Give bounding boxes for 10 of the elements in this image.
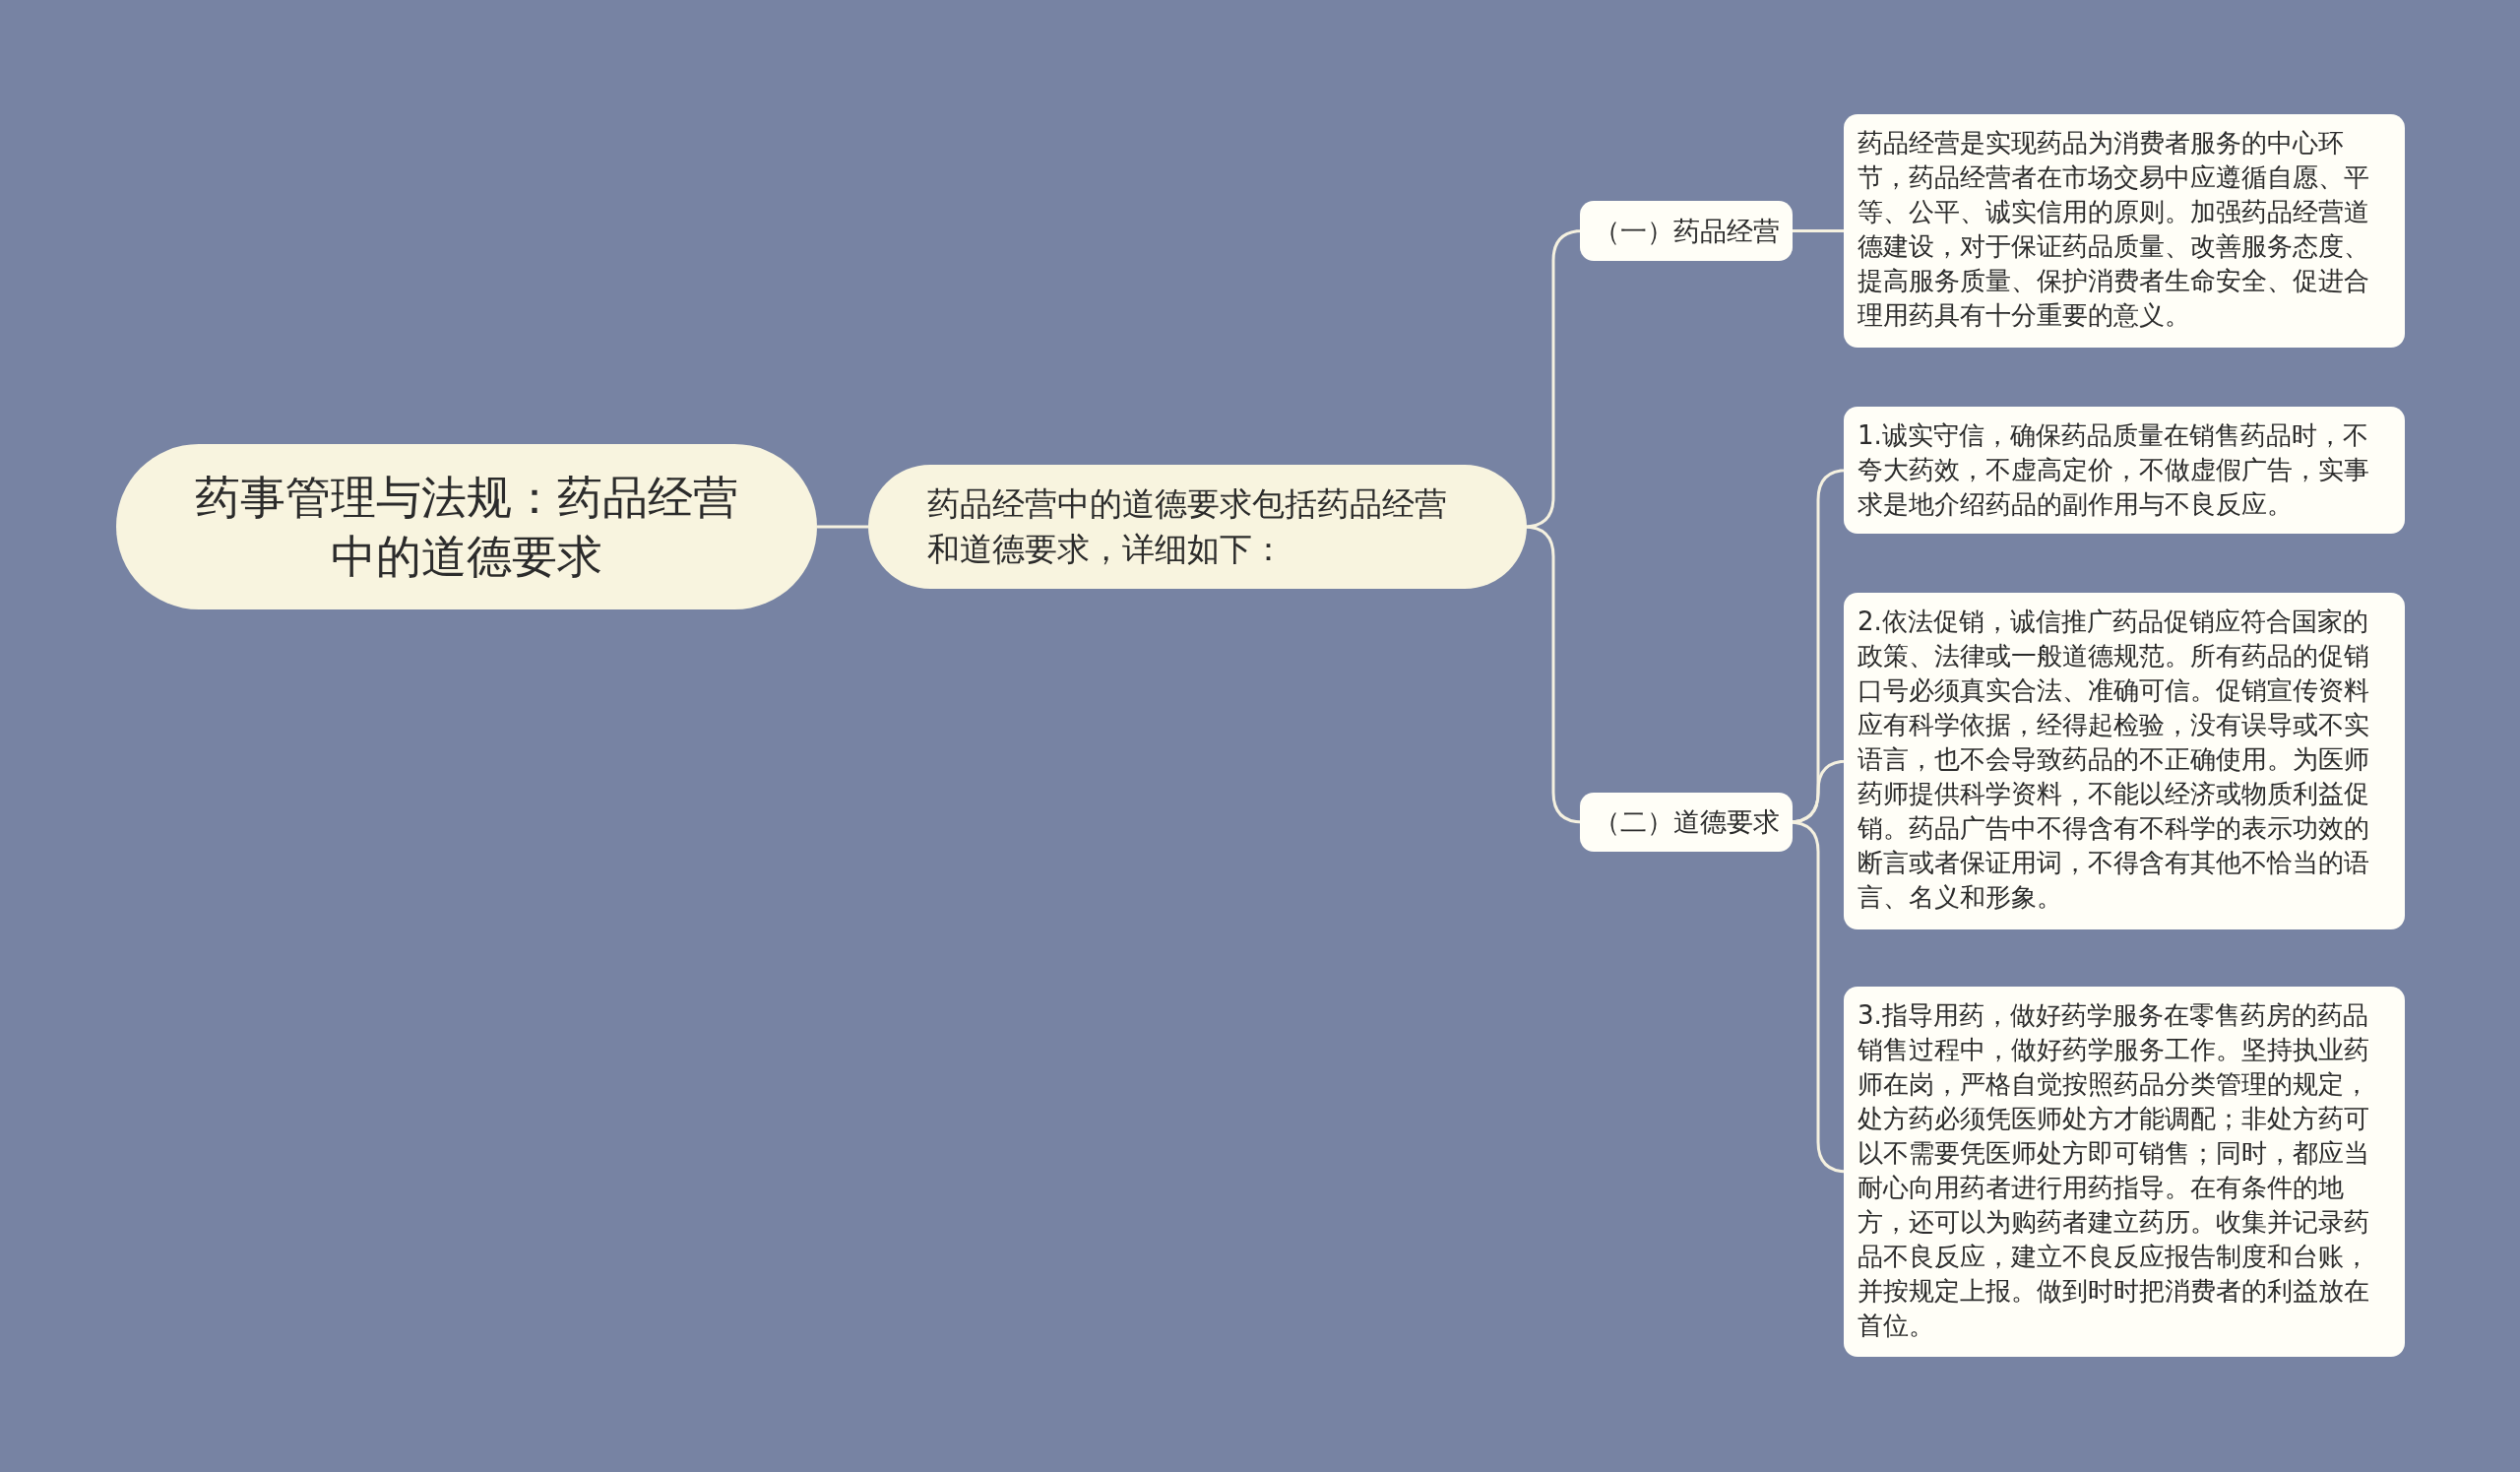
text-card: 药品经营是实现药品为消费者服务的中心环节，药品经营者在市场交易中应遵循自愿、平等、公平、诚实信用的原则。加强药品经营道德建设，对于保证药品质量、改善服务态度、提高服务质量、保护消费者生命安全、促进合理用药具有十分重要的意义。 [1844, 114, 2405, 348]
connector-line [1793, 229, 1844, 232]
topic-pill: 药事管理与法规：药品经营中的道德要求 [116, 444, 817, 609]
branch-box: （一）药品经营 [1580, 201, 1793, 261]
text-card: 3.指导用药，做好药学服务在零售药房的药品销售过程中，做好药学服务工作。坚持执业药师在岗，严格自觉按照药品分类管理的规定，处方药必须凭医师处方才能调配；非处方药可以不需要凭医师处方即可销售；同时，都应当耐心向用药者进行用药指导。在有条件的地方，还可以为购药者建立药历。收集并记录药品不良反应，建立不良反应报告制度和台账，并按规定上报。做到时时把消费者的利益放在首位。 [1844, 987, 2405, 1357]
text-card: 1.诚实守信，确保药品质量在销售药品时，不夸大药效，不虚高定价，不做虚假广告，实事求是地介绍药品的副作用与不良反应。 [1844, 407, 2405, 534]
branch-pill: 药品经营中的道德要求包括药品经营和道德要求，详细如下： [868, 465, 1527, 589]
text-card: 2.依法促销，诚信推广药品促销应符合国家的政策、法律或一般道德规范。所有药品的促销口号必须真实合法、准确可信。促销宣传资料应有科学依据，经得起检验，没有误导或不实语言，也不会导致药品的不正确使用。为医师药师提供科学资料，不能以经济或物质利益促销。药品广告中不得含有不科学的表示功效的断言或者保证用词，不得含有其他不恰当的语言、名义和形象。 [1844, 593, 2405, 929]
connector-line [817, 525, 868, 529]
branch-box: （二）道德要求 [1580, 793, 1793, 852]
